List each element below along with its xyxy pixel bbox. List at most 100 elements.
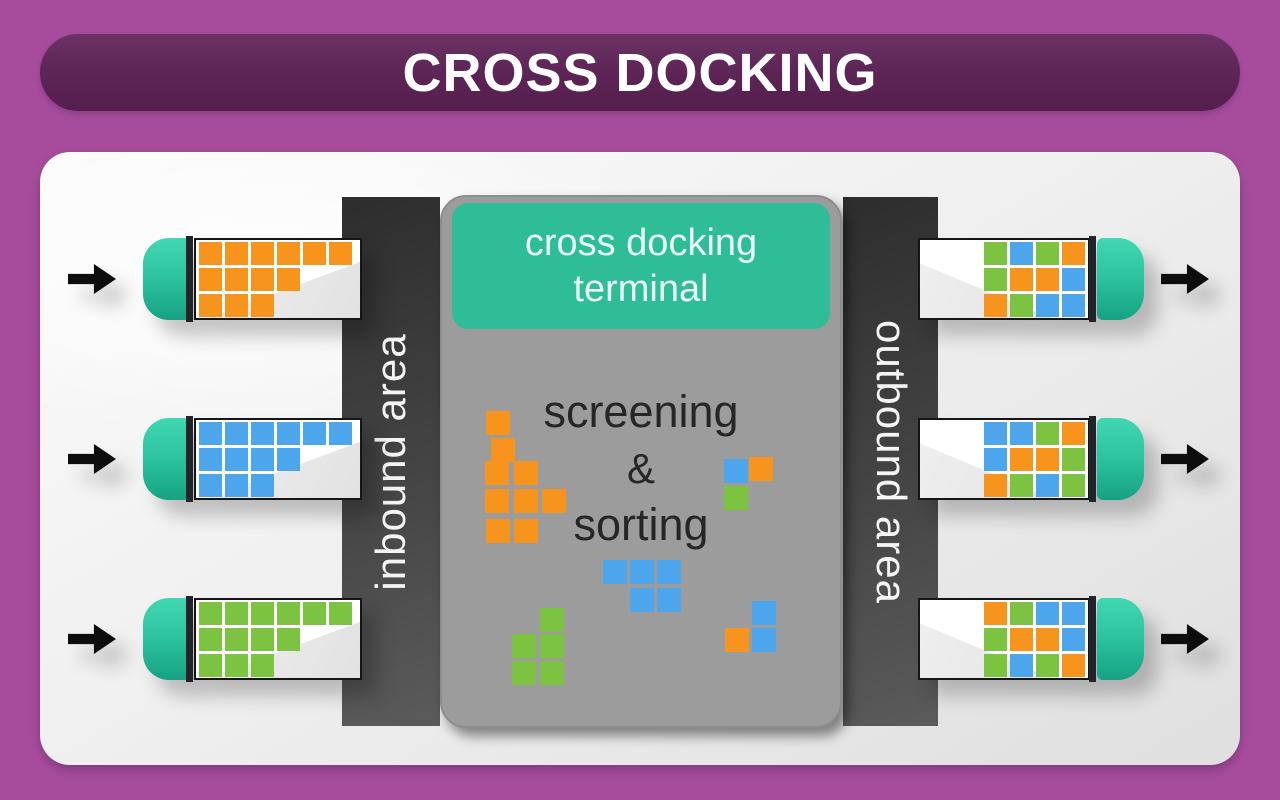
truck-coupler: [186, 416, 193, 502]
package-box: [984, 294, 1007, 317]
package-box: [1036, 628, 1059, 651]
cargo-row: [199, 474, 274, 497]
package-box: [984, 474, 1007, 497]
package-box: [199, 422, 222, 445]
process-line-screening: screening: [543, 386, 739, 437]
package-box: [277, 602, 300, 625]
package-box: [251, 654, 274, 677]
outbound-truck-3: [918, 596, 1210, 684]
truck-trailer: [194, 598, 362, 680]
package-box: [251, 448, 274, 471]
package-box: [1036, 654, 1059, 677]
package-box: [1062, 422, 1085, 445]
package-box: [542, 489, 566, 513]
package-box: [540, 634, 564, 658]
package-box: [251, 474, 274, 497]
package-box: [199, 268, 222, 291]
package-box: [225, 294, 248, 317]
package-box: [225, 628, 248, 651]
package-box: [251, 242, 274, 265]
package-box: [514, 519, 538, 543]
package-box: [225, 268, 248, 291]
truck-coupler: [1089, 416, 1096, 502]
package-box: [1036, 268, 1059, 291]
truck-coupler: [1089, 596, 1096, 682]
package-box: [1036, 294, 1059, 317]
cargo-row: [984, 422, 1085, 445]
package-box: [1010, 628, 1033, 651]
package-box: [277, 628, 300, 651]
package-box: [277, 268, 300, 291]
package-box: [657, 588, 681, 612]
cargo-row: [984, 448, 1085, 471]
package-box: [657, 560, 681, 584]
truck-trailer: [194, 238, 362, 320]
cargo-row: [984, 474, 1085, 497]
package-box: [1036, 474, 1059, 497]
package-box: [984, 242, 1007, 265]
terminal-header-line1: cross docking: [524, 221, 758, 264]
package-box: [724, 459, 748, 483]
package-box: [1062, 628, 1085, 651]
package-box: [486, 411, 510, 435]
cargo-boxes: [984, 422, 1085, 497]
package-box: [984, 268, 1007, 291]
package-box: [251, 628, 274, 651]
inbound-truck-3: [68, 596, 363, 684]
package-box: [277, 422, 300, 445]
truck-trailer: [918, 418, 1090, 500]
title-banner: CROSS DOCKING: [40, 34, 1240, 111]
cargo-row: [984, 268, 1085, 291]
cargo-row: [199, 268, 300, 291]
truck-coupler: [186, 596, 193, 682]
truck-coupler: [186, 236, 193, 322]
package-box: [1036, 422, 1059, 445]
package-box: [512, 661, 536, 685]
cargo-row: [984, 602, 1085, 625]
package-box: [225, 474, 248, 497]
process-line-sorting: sorting: [573, 499, 709, 550]
inbound-area-label: inbound area: [367, 332, 414, 591]
package-box: [199, 242, 222, 265]
package-box: [251, 268, 274, 291]
cargo-row: [199, 654, 274, 677]
package-box: [225, 602, 248, 625]
package-box: [1010, 242, 1033, 265]
package-box: [984, 628, 1007, 651]
terminal-header-line2: terminal: [573, 268, 709, 310]
right-arrow-icon: [68, 624, 116, 654]
right-arrow-icon: [1161, 624, 1209, 654]
package-box: [199, 448, 222, 471]
process-label: screening & sorting: [442, 383, 840, 554]
truck-coupler: [1089, 236, 1096, 322]
package-box: [512, 634, 536, 658]
package-box: [1036, 448, 1059, 471]
truck-cab: [1097, 238, 1144, 320]
package-box: [225, 422, 248, 445]
cargo-boxes: [199, 602, 352, 677]
package-box: [630, 560, 654, 584]
package-box: [199, 294, 222, 317]
package-box: [752, 628, 776, 652]
package-box: [485, 489, 509, 513]
cargo-boxes: [984, 602, 1085, 677]
package-box: [752, 601, 776, 625]
package-box: [749, 457, 773, 481]
package-box: [1010, 268, 1033, 291]
package-box: [1062, 602, 1085, 625]
package-box: [724, 486, 748, 510]
package-box: [514, 489, 538, 513]
package-box: [540, 661, 564, 685]
process-line-ampersand: &: [626, 445, 655, 492]
package-box: [225, 448, 248, 471]
cargo-row: [984, 628, 1085, 651]
cargo-row: [199, 448, 300, 471]
package-box: [251, 422, 274, 445]
cargo-boxes: [199, 242, 352, 317]
package-box: [725, 628, 749, 652]
package-box: [303, 242, 326, 265]
right-arrow-icon: [1161, 264, 1209, 294]
package-box: [199, 654, 222, 677]
package-box: [303, 422, 326, 445]
package-box: [1062, 474, 1085, 497]
